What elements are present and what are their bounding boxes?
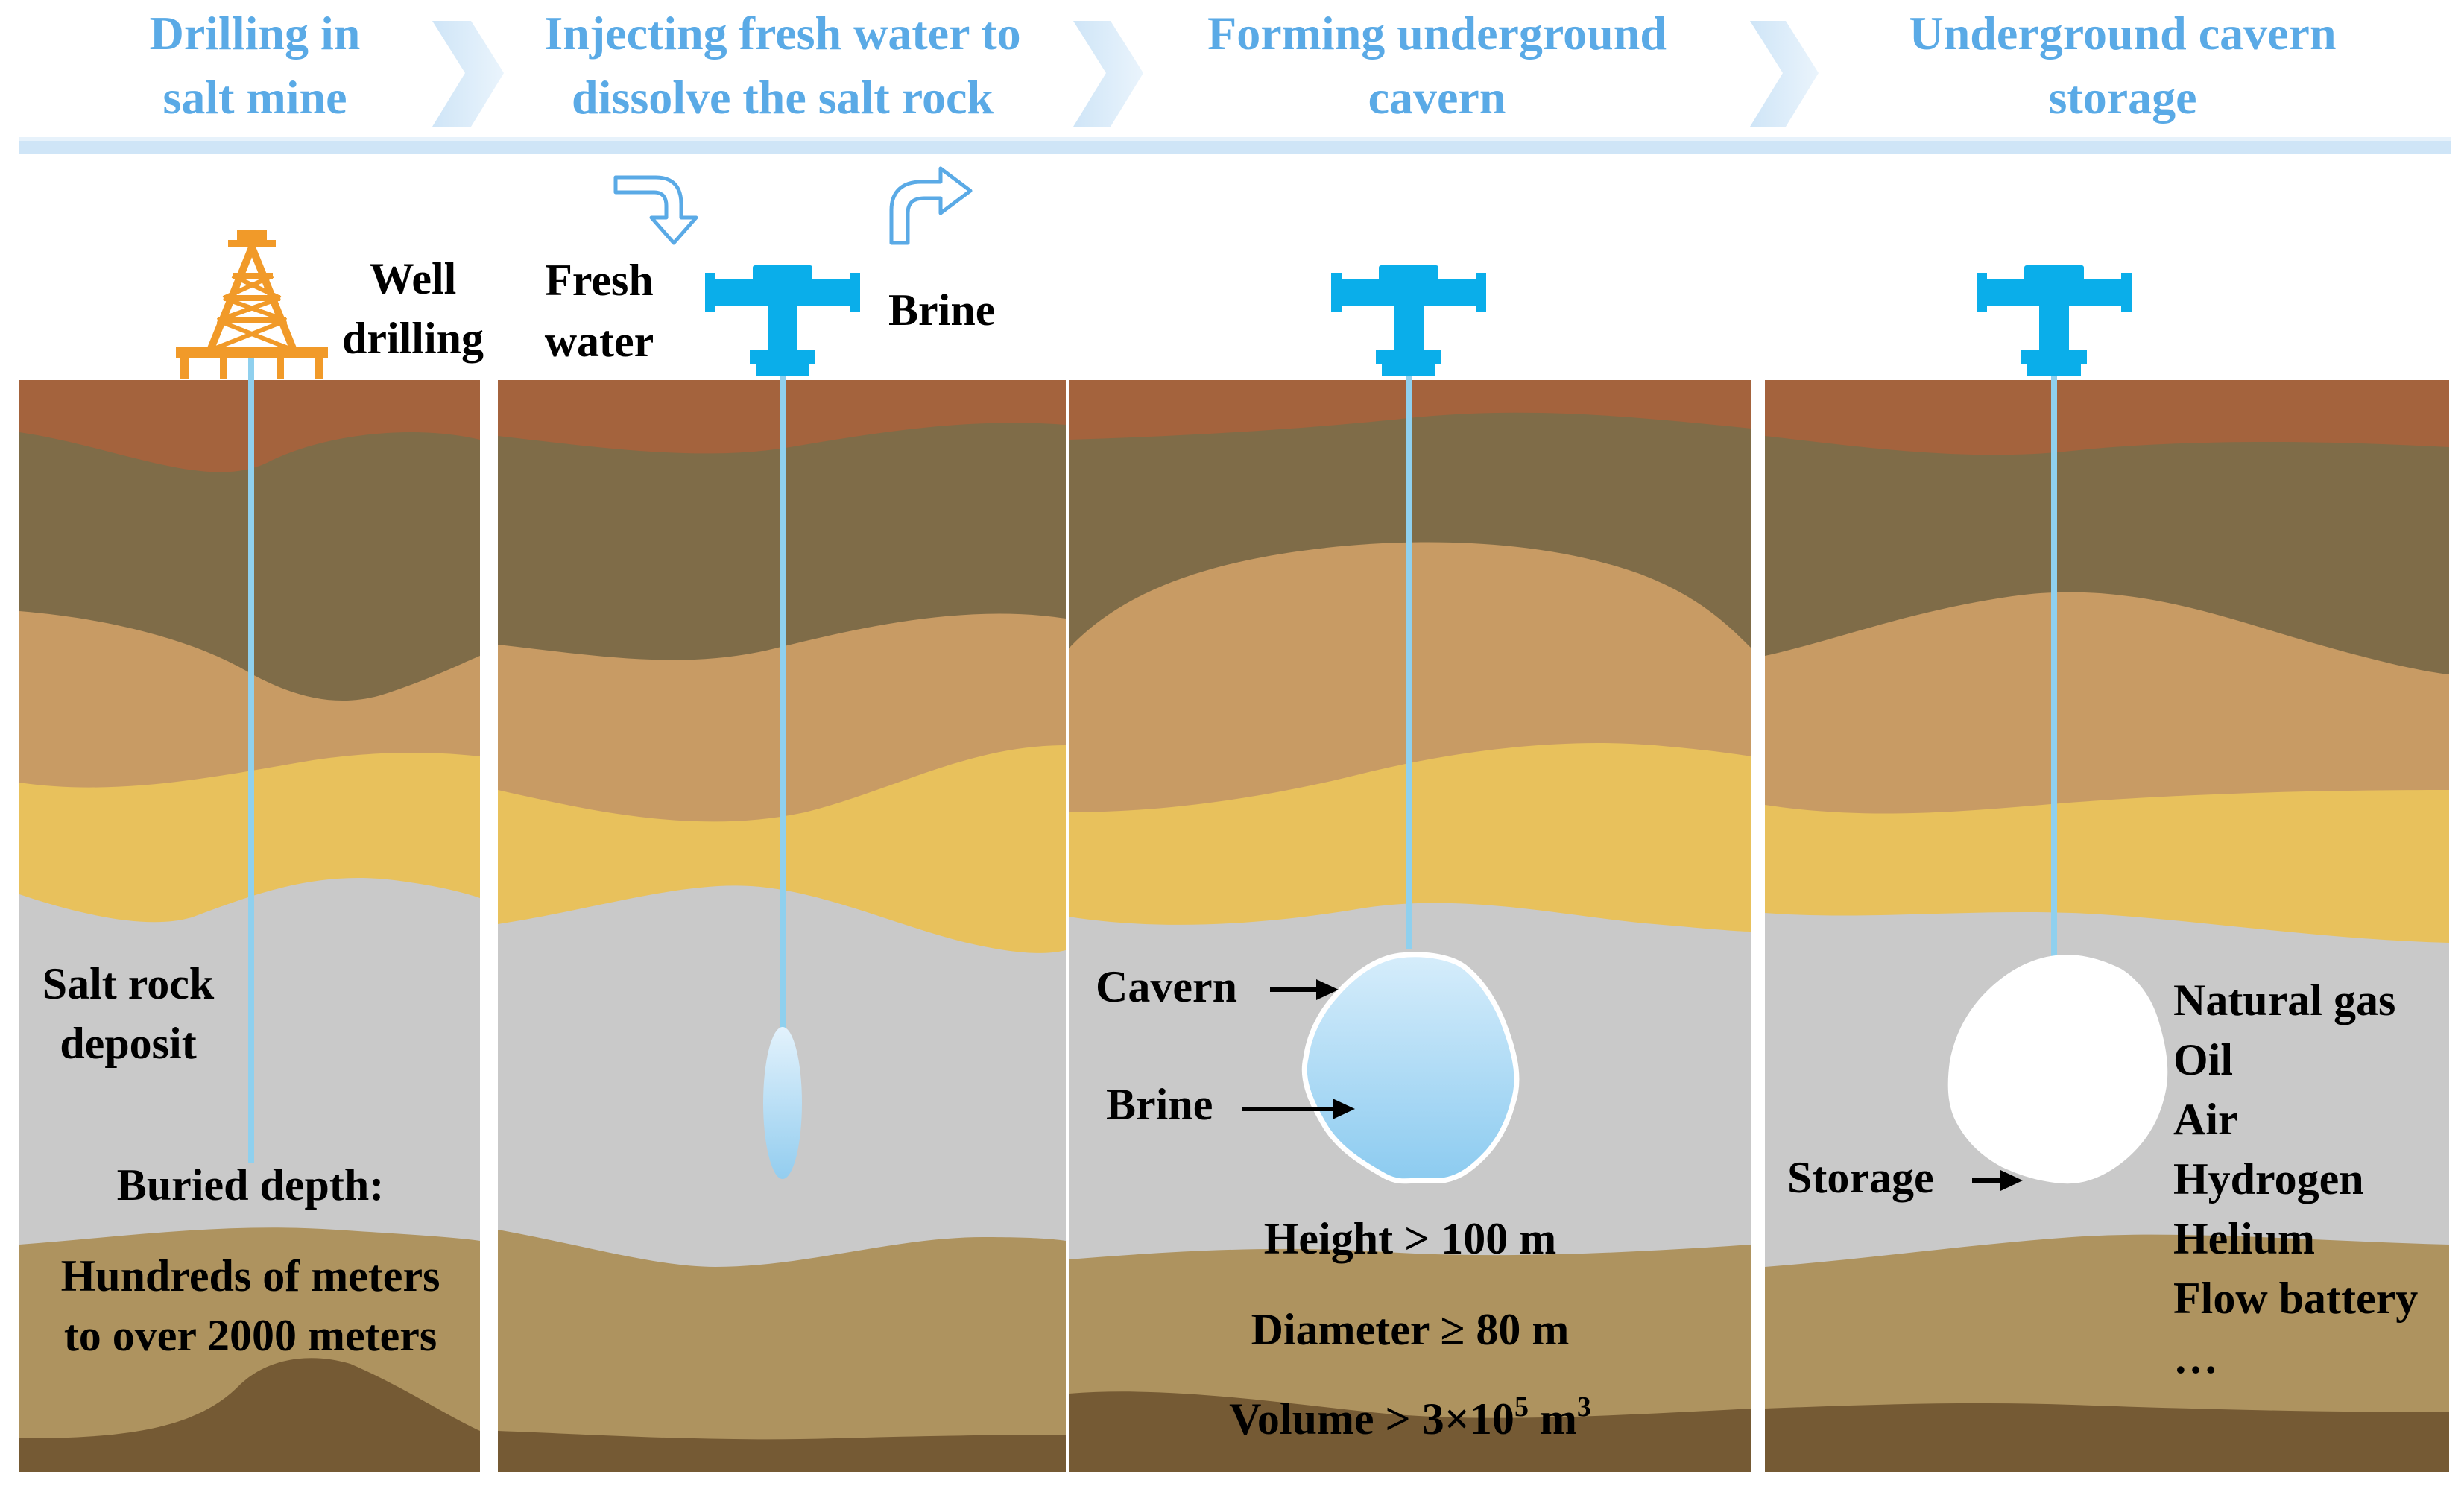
fresh-water-label-line2: water [545, 317, 654, 366]
storage-item-air: Air [2173, 1095, 2238, 1144]
arrow-right-icon [1242, 1099, 1355, 1119]
storage-item-ellipsis: … [2173, 1333, 2218, 1382]
wellhead-valve-icon [1331, 265, 1486, 376]
step4-title-line2: storage [2048, 71, 2196, 124]
storage-label: Storage [1787, 1153, 1934, 1202]
wellhead-valve-icon [1977, 265, 2132, 376]
header-chevrons [432, 21, 1819, 127]
arrow-right-icon [1270, 979, 1339, 1000]
salt-rock-label-line2: deposit [60, 1019, 196, 1068]
cavern-height-label: Height > 100 m [1264, 1214, 1557, 1263]
cavern-label: Cavern [1096, 962, 1237, 1011]
well-drilling-label-line2: drilling [342, 314, 484, 363]
depth-range-line2: to over 2000 meters [64, 1311, 437, 1360]
curved-arrow-down-icon [613, 175, 698, 245]
step3-title-line2: cavern [1368, 71, 1506, 124]
wellhead-valve-icon [705, 265, 860, 376]
storage-item-oil: Oil [2173, 1035, 2233, 1084]
well-drilling-label-line1: Well [370, 254, 457, 303]
storage-item-helium: Helium [2173, 1214, 2315, 1263]
chevron-arrow-icon [1750, 21, 1819, 127]
header-band [19, 137, 2451, 154]
step3-title-line1: Forming underground [1207, 7, 1667, 60]
well-pipe [2051, 376, 2057, 957]
cavern-diameter-label: Diameter ≥ 80 m [1251, 1305, 1570, 1354]
arrow-right-icon [1972, 1170, 2023, 1191]
buried-depth-label: Buried depth: [117, 1160, 384, 1210]
cavern-brine-label: Brine [1106, 1080, 1213, 1129]
step4-title-line1: Underground cavern [1909, 7, 2336, 60]
step2-title-line2: dissolve the salt rock [572, 71, 994, 124]
cavern-shape [1301, 952, 1520, 1184]
step2-title-line1: Injecting fresh water to [544, 7, 1020, 60]
brine-outflow-label: Brine [888, 285, 995, 335]
panel-storage [1765, 380, 2449, 1472]
brine-droplet [763, 1027, 802, 1179]
curved-arrow-up-icon [889, 166, 973, 245]
fresh-water-label-line1: Fresh [545, 256, 654, 305]
drilling-rig-icon [176, 230, 328, 379]
chevron-arrow-icon [1073, 21, 1143, 127]
storage-cavern-shape [1947, 954, 2168, 1184]
well-pipe [248, 358, 254, 1163]
well-pipe [780, 376, 786, 1031]
salt-rock-label-line1: Salt rock [42, 959, 215, 1008]
storage-item-flow-battery: Flow battery [2173, 1274, 2418, 1323]
chevron-arrow-icon [432, 21, 504, 127]
storage-item-natural-gas: Natural gas [2173, 976, 2395, 1025]
step1-title-line2: salt mine [162, 71, 347, 124]
step1-title-line1: Drilling in [150, 7, 361, 60]
well-pipe [1406, 376, 1412, 949]
depth-range-line1: Hundreds of meters [61, 1251, 440, 1300]
cavern-volume-label: Volume > 3×105 m3 [1229, 1391, 1591, 1444]
storage-item-hydrogen: Hydrogen [2173, 1154, 2364, 1204]
panel-injecting [498, 380, 1066, 1472]
